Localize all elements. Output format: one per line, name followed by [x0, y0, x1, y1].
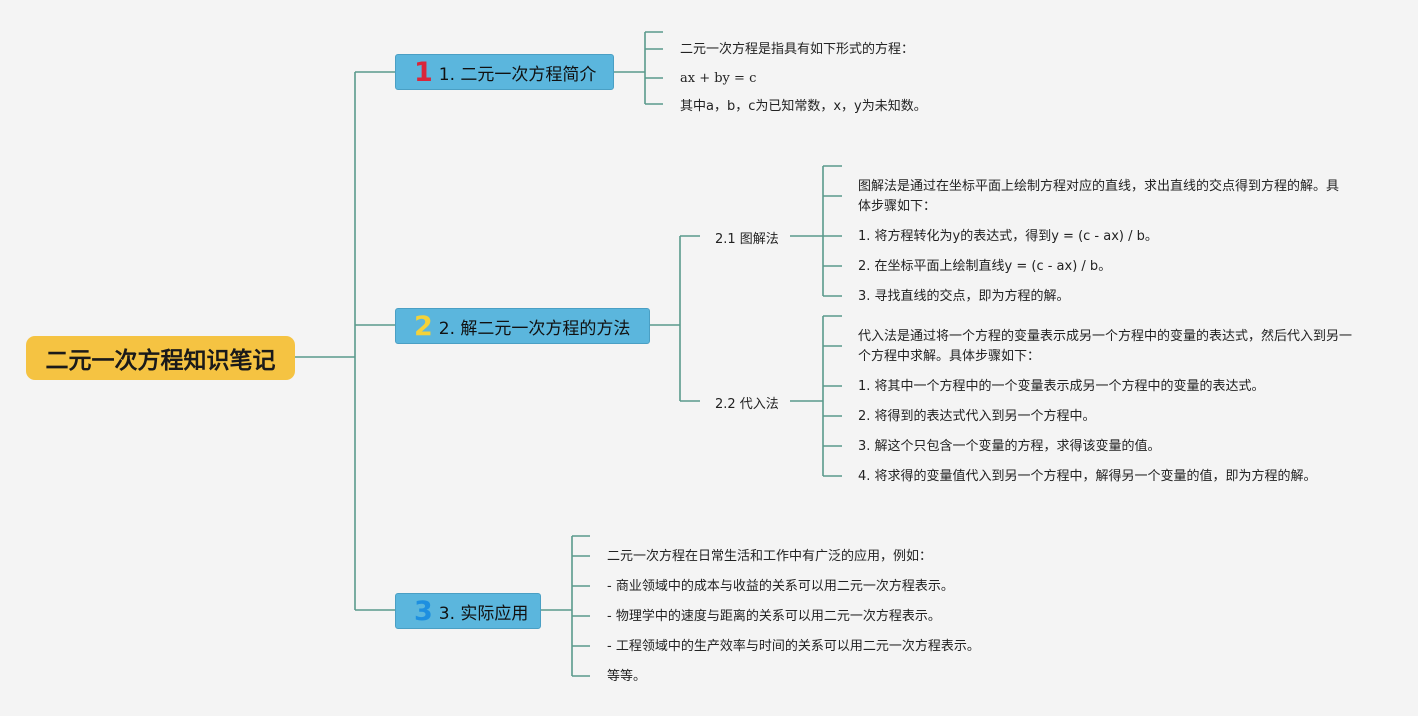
- number-2-icon: 2: [414, 310, 433, 342]
- topic-3-leaf-2[interactable]: - 商业领域中的成本与收益的关系可以用二元一次方程表示。: [607, 579, 954, 594]
- topic-1-leaf-2[interactable]: ax + by = c: [680, 71, 757, 86]
- topic-1-leaf-3[interactable]: 其中a，b，c为已知常数，x，y为未知数。: [680, 99, 927, 114]
- subtopic-2-1-leaf-1[interactable]: 图解法是通过在坐标平面上绘制方程对应的直线，求出直线的交点得到方程的解。具体步骤…: [858, 179, 1340, 214]
- subtopic-2-2-leaf-4[interactable]: 3. 解这个只包含一个变量的方程，求得该变量的值。: [858, 439, 1161, 454]
- subtopic-2-2-leaf-2[interactable]: 1. 将其中一个方程中的一个变量表示成另一个方程中的变量的表达式。: [858, 379, 1265, 394]
- topic-1-label: 1. 二元一次方程简介: [438, 64, 597, 85]
- topic-2[interactable]: 2 2. 解二元一次方程的方法: [395, 308, 650, 344]
- topic-3[interactable]: 3 3. 实际应用: [395, 593, 541, 629]
- topic-3-leaf-3[interactable]: - 物理学中的速度与距离的关系可以用二元一次方程表示。: [607, 609, 941, 624]
- topic-2-label: 2. 解二元一次方程的方法: [438, 318, 631, 339]
- subtopic-2-2[interactable]: 2.2 代入法: [715, 397, 779, 412]
- subtopic-2-2-leaf-5[interactable]: 4. 将求得的变量值代入到另一个方程中，解得另一个变量的值，即为方程的解。: [858, 469, 1317, 484]
- topic-1[interactable]: 1 1. 二元一次方程简介: [395, 54, 614, 90]
- topic-3-leaf-1[interactable]: 二元一次方程在日常生活和工作中有广泛的应用，例如：: [607, 549, 933, 564]
- topic-3-leaf-4[interactable]: - 工程领域中的生产效率与时间的关系可以用二元一次方程表示。: [607, 639, 980, 654]
- number-1-icon: 1: [414, 56, 433, 88]
- root-topic[interactable]: 二元一次方程知识笔记: [26, 336, 295, 380]
- subtopic-2-1-leaf-2[interactable]: 1. 将方程转化为y的表达式，得到y = (c - ax) / b。: [858, 229, 1158, 244]
- topic-1-leaf-1[interactable]: 二元一次方程是指具有如下形式的方程：: [680, 42, 915, 57]
- subtopic-2-2-leaf-3[interactable]: 2. 将得到的表达式代入到另一个方程中。: [858, 409, 1096, 424]
- topic-3-leaf-5[interactable]: 等等。: [607, 669, 647, 684]
- subtopic-2-1-leaf-4[interactable]: 3. 寻找直线的交点，即为方程的解。: [858, 289, 1070, 304]
- subtopic-2-2-leaf-1[interactable]: 代入法是通过将一个方程的变量表示成另一个方程中的变量的表达式，然后代入到另一个方…: [858, 329, 1353, 364]
- root-title: 二元一次方程知识笔记: [45, 348, 276, 374]
- subtopic-2-1-leaf-3[interactable]: 2. 在坐标平面上绘制直线y = (c - ax) / b。: [858, 259, 1112, 274]
- number-3-icon: 3: [414, 595, 433, 627]
- subtopic-2-1[interactable]: 2.1 图解法: [715, 232, 779, 247]
- topic-3-label: 3. 实际应用: [438, 603, 529, 624]
